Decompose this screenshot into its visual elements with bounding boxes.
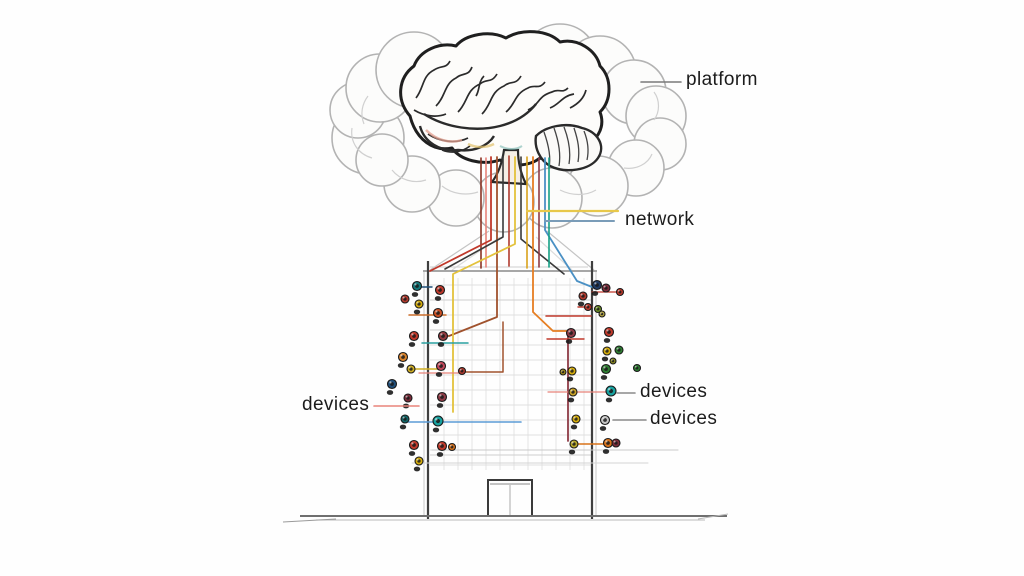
brain-gyri xyxy=(413,60,587,153)
device-dot xyxy=(566,366,577,382)
brain-color-accents xyxy=(425,129,523,150)
network-wire xyxy=(532,156,569,332)
device-dot xyxy=(601,346,612,362)
device-dot xyxy=(408,439,420,456)
device-dot xyxy=(406,364,416,374)
device-dot xyxy=(402,393,413,409)
device-dot xyxy=(611,438,621,448)
network-wire xyxy=(544,157,593,288)
device-dot xyxy=(583,302,593,312)
brain-sketch xyxy=(399,30,611,186)
device-dot xyxy=(399,414,410,430)
device-dot xyxy=(599,414,611,431)
device-dot xyxy=(568,439,579,455)
network-label: network xyxy=(625,209,695,230)
device-dot xyxy=(615,287,625,297)
network-wire xyxy=(462,321,504,373)
devices-label-right-2: devices xyxy=(650,408,718,429)
device-dot xyxy=(400,294,410,304)
device-dot xyxy=(593,304,603,314)
cerebellum-hatching xyxy=(543,126,589,169)
device-dot xyxy=(601,283,611,293)
device-dot xyxy=(632,363,642,373)
device-dot xyxy=(567,387,578,403)
device-dot xyxy=(598,310,606,318)
ground-line xyxy=(282,513,729,523)
building-window-grid xyxy=(430,278,591,470)
devices-label-right-1: devices xyxy=(640,381,708,402)
device-dot xyxy=(434,284,446,301)
device-dot xyxy=(386,378,398,395)
platform-label: platform xyxy=(686,69,758,90)
device-dot xyxy=(413,456,424,472)
cerebellum xyxy=(534,124,603,172)
device-dot xyxy=(435,360,447,377)
device-dot xyxy=(411,280,423,297)
device-dot xyxy=(591,279,603,296)
devices-label-left: devices xyxy=(302,394,370,415)
cloud-shading xyxy=(351,91,660,196)
device-dot xyxy=(602,437,614,454)
device-dot xyxy=(600,363,612,380)
network-wire xyxy=(429,156,492,272)
device-dot xyxy=(447,442,457,452)
device-dot xyxy=(605,385,617,403)
device-dot xyxy=(565,327,577,344)
device-dot xyxy=(436,391,448,408)
device-dot xyxy=(436,440,448,457)
device-dot xyxy=(413,299,424,315)
device-dot xyxy=(577,291,588,307)
device-dot xyxy=(614,345,624,355)
network-wire xyxy=(444,155,504,270)
device-dot xyxy=(432,307,444,324)
device-dot xyxy=(570,414,581,430)
device-dot xyxy=(457,366,467,376)
device-dot xyxy=(609,357,617,365)
device-dots xyxy=(386,279,642,472)
label-leader-lines xyxy=(373,81,682,421)
building-sketch xyxy=(282,230,729,523)
device-dot xyxy=(559,368,567,376)
device-dot xyxy=(408,330,420,347)
device-dot xyxy=(432,415,444,433)
device-dot xyxy=(437,330,449,347)
device-dot xyxy=(603,326,615,343)
building-door xyxy=(487,479,533,517)
device-dot xyxy=(397,351,409,368)
